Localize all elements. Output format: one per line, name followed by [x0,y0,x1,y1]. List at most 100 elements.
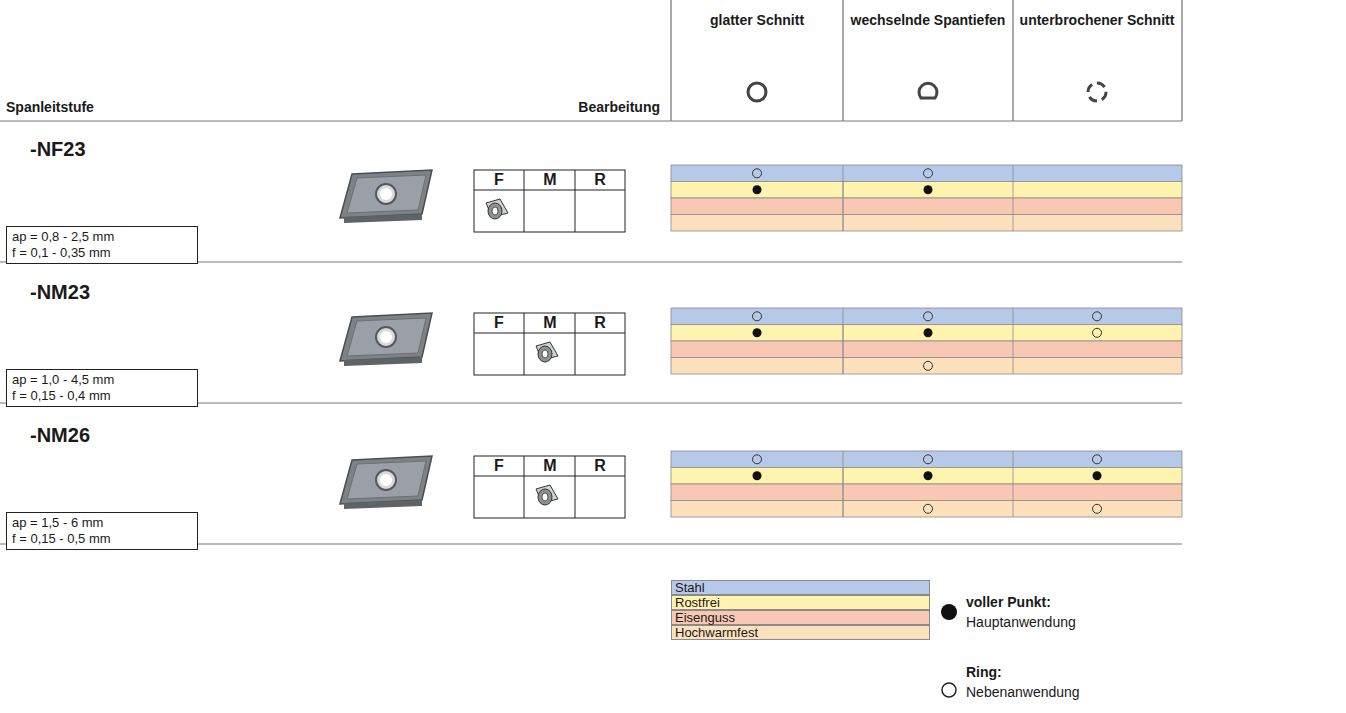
dot-symbol [753,471,762,480]
material-band [671,468,1182,485]
ring-symbol [924,455,933,464]
material-band [671,165,1182,182]
cut-type-heading: glatter Schnitt [710,12,804,28]
circle-shape [376,470,396,490]
fmr-grid [575,456,576,518]
path-shape [340,456,432,504]
fmr-grid [575,313,576,375]
machining-letter: R [594,171,606,189]
fmr-grid [474,456,625,518]
column-heading: Spanleitstufe [6,99,94,115]
fmr-grid [474,476,625,477]
row-separator [0,121,1182,122]
circle-shape [380,188,392,200]
header-divider [1182,0,1183,121]
parameter-text: f = 0,1 - 0,35 mm [12,245,192,261]
legend-ring [942,683,956,697]
header-divider [671,0,672,121]
parameter-text: ap = 1,5 - 6 mm [12,515,192,531]
machining-letter: F [494,171,504,189]
parameter-text: ap = 0,8 - 2,5 mm [12,229,192,245]
ring-symbol [924,312,933,321]
chipbreaker-name: -NM26 [30,424,90,447]
fmr-grid [524,456,525,518]
material-band [671,501,1182,518]
dot-symbol [924,328,933,337]
path-shape [340,313,432,361]
legend-swatch: Stahl [671,580,930,595]
fmr-grid [524,170,525,232]
path-shape [347,175,426,213]
dot-symbol [753,328,762,337]
ellipse-shape [538,489,552,505]
legend-swatch: Hochwarmfest [671,625,930,640]
legend-description: Nebenanwendung [966,684,1080,700]
fmr-grid [474,170,625,232]
material-band [671,358,1182,375]
ring-symbol [924,169,933,178]
material-band [671,182,1182,199]
insert-picture [340,313,432,366]
chip-icon [536,485,558,505]
parameter-text: f = 0,15 - 0,4 mm [12,388,192,404]
legend-text: Rostfrei [672,596,929,609]
band-divider [1013,165,1014,231]
insert-picture [340,456,432,509]
legend-text: Stahl [672,581,929,594]
dot-symbol [753,185,762,194]
parameter-text: f = 0,15 - 0,5 mm [12,531,192,547]
ring-symbol [1093,455,1102,464]
band-divider [843,451,844,517]
circle-shape [380,331,392,343]
varying-depth-icon [919,83,937,98]
legend-text: Hochwarmfest [672,626,929,639]
material-band [671,308,1182,325]
header-divider [843,0,844,121]
ring-symbol [1093,328,1102,337]
fmr-grid [575,170,576,232]
legend-description: Hauptanwendung [966,614,1076,630]
circle-shape [376,184,396,204]
band-divider [1013,451,1014,517]
parameter-box: ap = 1,5 - 6 mmf = 0,15 - 0,5 mm [6,512,198,550]
interrupted-cut-icon [1088,83,1106,101]
path-shape [344,500,422,509]
fmr-grid [474,190,625,191]
path-shape [347,461,426,499]
parameter-box: ap = 1,0 - 4,5 mmf = 0,15 - 0,4 mm [6,369,198,407]
fmr-grid [474,333,625,334]
ellipse-shape [538,346,552,362]
legend-term: voller Punkt: [966,594,1051,610]
ellipse-shape [542,493,548,501]
machining-letter: R [594,314,606,332]
legend-swatch: Rostfrei [671,595,930,610]
path-shape [347,318,426,356]
dot-symbol [1093,471,1102,480]
smooth-cut-icon [748,83,766,101]
band-divider [1013,308,1014,374]
ring-symbol [753,312,762,321]
chipbreaker-name: -NM23 [30,281,90,304]
parameter-box: ap = 0,8 - 2,5 mmf = 0,1 - 0,35 mm [6,226,198,264]
legend-term: Ring: [966,664,1002,680]
ring-symbol [753,455,762,464]
ring-symbol [1093,504,1102,513]
material-band [671,341,1182,358]
band-divider [843,308,844,374]
header-divider [1013,0,1014,121]
legend-swatch: Eisenguss [671,610,930,625]
machining-letter: R [594,457,606,475]
parameter-text: ap = 1,0 - 4,5 mm [12,372,192,388]
cut-type-heading: wechselnde Spantiefen [851,12,1006,28]
ring-symbol [924,361,933,370]
path-shape [344,214,422,223]
circle-shape [376,327,396,347]
material-band [671,198,1182,215]
machining-letter: F [494,314,504,332]
material-band [671,325,1182,342]
chip-icon [486,199,508,219]
ring-symbol [924,504,933,513]
fmr-grid [524,313,525,375]
material-band [671,451,1182,468]
machining-letter: M [543,314,556,332]
